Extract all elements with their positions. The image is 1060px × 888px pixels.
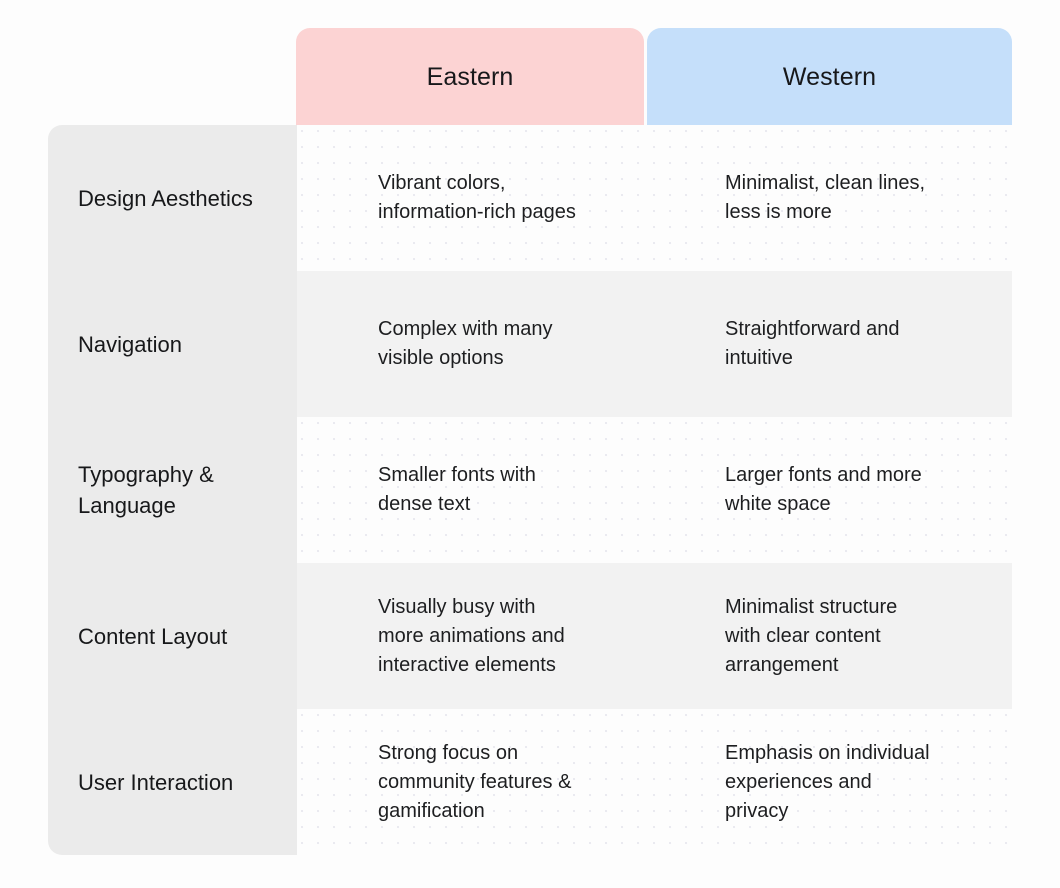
row-label: Content Layout bbox=[78, 623, 228, 649]
table-row: Typography & Language Smaller fonts with… bbox=[48, 417, 1012, 563]
row-background bbox=[297, 709, 1012, 855]
table-body: Design Aesthetics Vibrant colors, inform… bbox=[48, 125, 1012, 855]
row-label-column bbox=[48, 125, 297, 855]
row-background bbox=[297, 125, 1012, 271]
cell-western: Minimalist, clean lines, less is more bbox=[725, 172, 926, 223]
table-row: Content Layout Visually busy with more a… bbox=[48, 563, 1012, 709]
cell-western: Emphasis on individual experiences and p… bbox=[725, 741, 930, 822]
row-background bbox=[297, 271, 1012, 417]
cell-eastern: Visually busy with more animations and i… bbox=[378, 595, 565, 676]
cell-western: Straightforward and intuitive bbox=[725, 318, 900, 369]
table-row: Design Aesthetics Vibrant colors, inform… bbox=[48, 125, 1012, 271]
row-label: Design Aesthetics bbox=[78, 185, 253, 211]
cell-eastern: Vibrant colors, information-rich pages bbox=[378, 172, 576, 223]
column-header-western-label: Western bbox=[782, 62, 877, 91]
column-header-western: Western bbox=[647, 28, 1012, 125]
cell-eastern: Complex with many visible options bbox=[378, 318, 553, 369]
row-background bbox=[297, 417, 1012, 563]
cell-eastern: Strong focus on community features & gam… bbox=[378, 741, 572, 822]
row-label: Navigation bbox=[78, 331, 182, 357]
row-label: User Interaction bbox=[78, 769, 234, 795]
table-row: Navigation Complex with many visible opt… bbox=[48, 271, 1012, 417]
cell-eastern: Smaller fonts with dense text bbox=[378, 464, 536, 515]
table-row: User Interaction Strong focus on communi… bbox=[48, 709, 1012, 855]
column-header-eastern-label: Eastern bbox=[426, 62, 514, 91]
cell-western: Larger fonts and more white space bbox=[725, 464, 922, 515]
row-label: Typography & Language bbox=[78, 462, 214, 518]
column-header-eastern: Eastern bbox=[296, 28, 644, 125]
cell-western: Minimalist structure with clear content … bbox=[725, 595, 898, 676]
row-background bbox=[297, 563, 1012, 709]
